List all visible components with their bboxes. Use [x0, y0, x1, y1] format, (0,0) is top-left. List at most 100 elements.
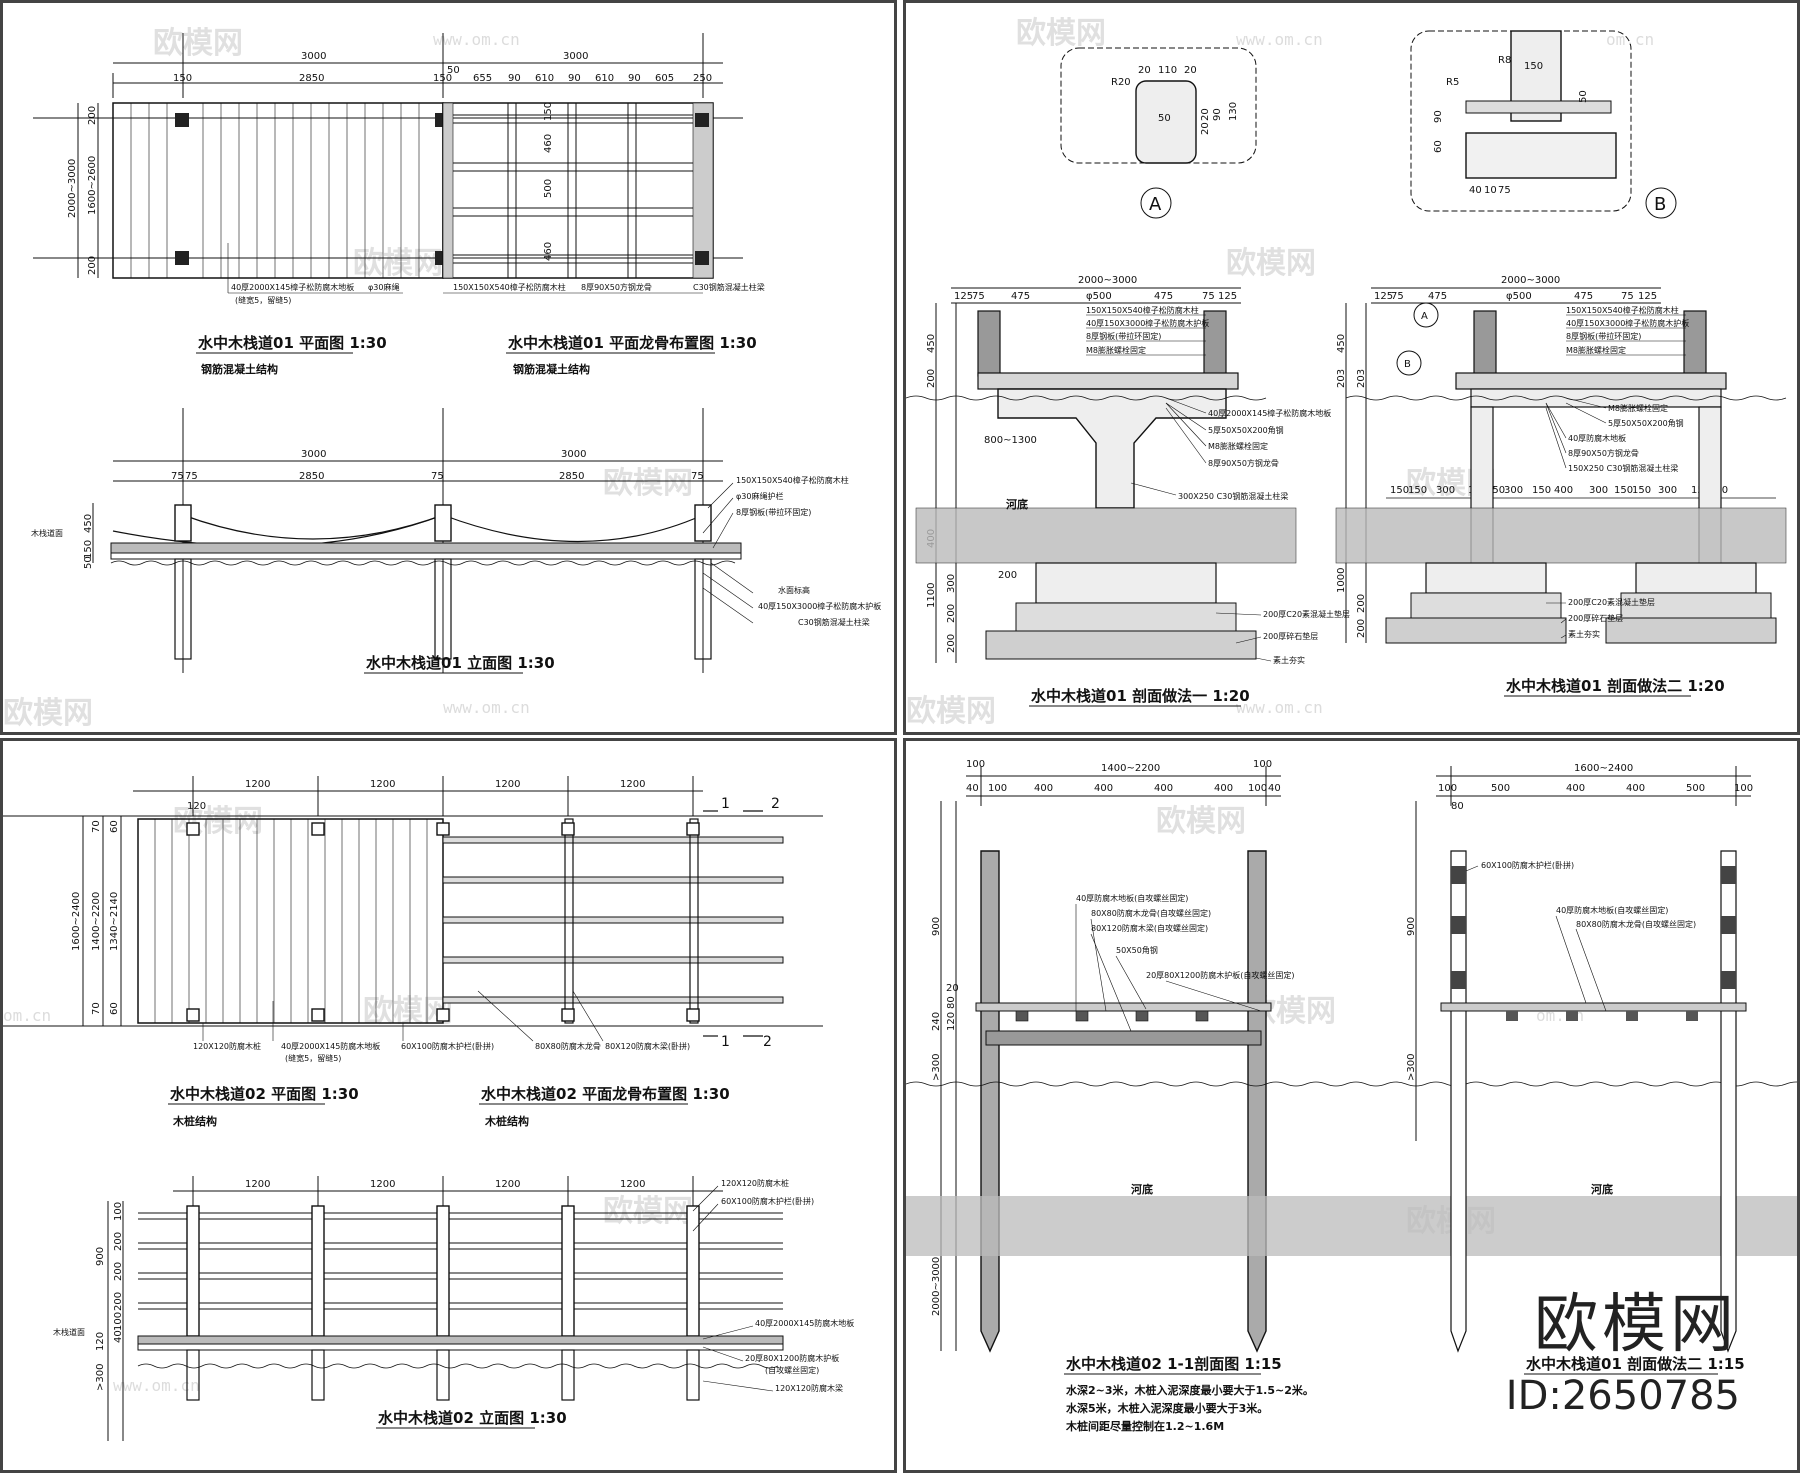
- gravel-layer: [1605, 617, 1777, 644]
- dim: 40: [966, 783, 979, 794]
- dim: 450: [1336, 334, 1347, 353]
- detail-b-label: B: [1654, 194, 1666, 215]
- dim: 75: [185, 471, 198, 482]
- label: 40厚2000X145防腐木地板: [281, 1041, 380, 1051]
- label: 20厚80X1200防腐木护板(自攻螺丝固定): [1146, 970, 1294, 980]
- pile: [561, 1349, 575, 1401]
- note-2: 水深5米，木桩入泥深度最小要大于3米。: [1066, 1401, 1268, 1415]
- dim: 900: [1406, 917, 1417, 936]
- concrete-pad: [1620, 592, 1772, 619]
- label: 60X100防腐木护栏(卧拼): [721, 1196, 814, 1206]
- dim: 400: [1566, 783, 1585, 794]
- dim: 1000: [1336, 568, 1347, 593]
- label: 150X150X540樟子松防腐木柱: [1566, 305, 1679, 315]
- dim: 75: [691, 471, 704, 482]
- dim: 1200: [370, 1179, 395, 1190]
- label: (缝宽5，留缝5): [235, 295, 291, 305]
- label: 200厚C20素混凝土垫层: [1263, 609, 1350, 619]
- dim: 150: [1532, 485, 1551, 496]
- label: 8厚钢板(带拉环固定): [1086, 331, 1161, 341]
- label: 40厚防腐木地板(自攻螺丝固定): [1076, 893, 1188, 903]
- detail-a-post: [1135, 80, 1197, 164]
- label: φ30麻绳: [368, 282, 399, 292]
- detail-b-beam: [1465, 132, 1617, 179]
- dim: 20: [1184, 65, 1197, 76]
- label: 40厚2000X145樟子松防腐木地板: [1208, 408, 1331, 418]
- dim: 300: [1504, 485, 1523, 496]
- cut-mark-1: 1: [721, 796, 730, 812]
- dim: 150: [543, 102, 554, 121]
- riverbed-label: 河底: [1591, 1182, 1613, 1196]
- detail-a-callout: [1413, 302, 1439, 328]
- dim: 20: [946, 983, 959, 994]
- dim: 1600~2400: [1574, 763, 1633, 774]
- dim: 125: [954, 291, 973, 302]
- joist: [1015, 1010, 1029, 1022]
- dim: 2850: [299, 73, 324, 84]
- dim: 610: [595, 73, 614, 84]
- dim: 150: [1614, 485, 1633, 496]
- dim: 100: [988, 783, 1007, 794]
- dim: 50: [1578, 90, 1589, 103]
- post: [436, 1205, 450, 1337]
- joist: [1626, 1011, 1638, 1021]
- dim: 125: [1638, 291, 1657, 302]
- dim: 450: [83, 514, 94, 533]
- dim: 475: [1428, 291, 1447, 302]
- post: [186, 1205, 200, 1337]
- label: 200厚碎石垫层: [1263, 631, 1318, 641]
- caption-elevation: 水中木栈道01 立面图 1:30: [366, 654, 555, 672]
- cut-mark-2: 2: [771, 796, 780, 812]
- watermark-url: www.om.cn: [113, 1376, 200, 1395]
- label: 200厚C20素混凝土垫层: [1568, 597, 1655, 607]
- detail-a-label: A: [1149, 194, 1162, 215]
- dim: 10: [1484, 185, 1497, 196]
- label: 150X150X540樟子松防腐木柱: [453, 282, 566, 292]
- dim: R5: [1446, 77, 1459, 88]
- dim: 1600~2400: [71, 892, 82, 951]
- detail-b-callout: [1396, 350, 1422, 376]
- dim: 500: [543, 179, 554, 198]
- label: 8厚90X50方钢龙骨: [1208, 458, 1279, 468]
- joist: [1075, 1010, 1089, 1022]
- dim: 150: [1632, 485, 1651, 496]
- dim: 1200: [245, 779, 270, 790]
- watermark: 欧模网: [603, 1194, 693, 1229]
- dim-3000: 3000: [561, 449, 586, 460]
- dim: 300: [946, 574, 957, 593]
- dim: 203: [1356, 369, 1367, 388]
- label: (自攻螺丝固定): [765, 1365, 819, 1375]
- label: 40厚2000X145防腐木地板: [755, 1318, 854, 1328]
- label: 40厚150X3000樟子松防腐木护板: [758, 601, 881, 611]
- post: [175, 251, 189, 265]
- post: [311, 822, 325, 836]
- deck-beam: [137, 1343, 784, 1351]
- post: [686, 822, 700, 836]
- dim: 200: [946, 604, 957, 623]
- dim: 200: [87, 106, 98, 125]
- label: 60X100防腐木护栏(卧拼): [401, 1041, 494, 1051]
- watermark: 欧模网: [1156, 804, 1246, 839]
- label: 8厚钢板(带拉环固定): [1566, 331, 1641, 341]
- dim: 1200: [495, 779, 520, 790]
- pile: [436, 1349, 450, 1401]
- dim: 60: [109, 820, 120, 833]
- label: 素土夯实: [1568, 629, 1600, 639]
- dim: 460: [543, 134, 554, 153]
- caption-elevation: 水中木栈道02 立面图 1:30: [378, 1409, 567, 1427]
- post: [1473, 310, 1497, 377]
- beam: [985, 1030, 1262, 1046]
- dim: 400: [1214, 783, 1233, 794]
- label: 水面标高: [778, 585, 810, 595]
- dim: 1200: [495, 1179, 520, 1190]
- concrete-beam: [1470, 388, 1722, 408]
- pile: [186, 1349, 200, 1401]
- brand-id: ID:2650785: [1505, 1373, 1740, 1419]
- sheet-top-left: 欧模网 www.om.cn 欧模网 欧模网 欧模网 www.om.cn 3000…: [0, 0, 897, 735]
- caption-plan: 水中木栈道02 平面图 1:30: [170, 1085, 359, 1103]
- pier: [434, 558, 452, 660]
- beam: [564, 818, 574, 1024]
- dim: 475: [1011, 291, 1030, 302]
- rail-block: [1451, 916, 1466, 934]
- dim: 70: [91, 1002, 102, 1015]
